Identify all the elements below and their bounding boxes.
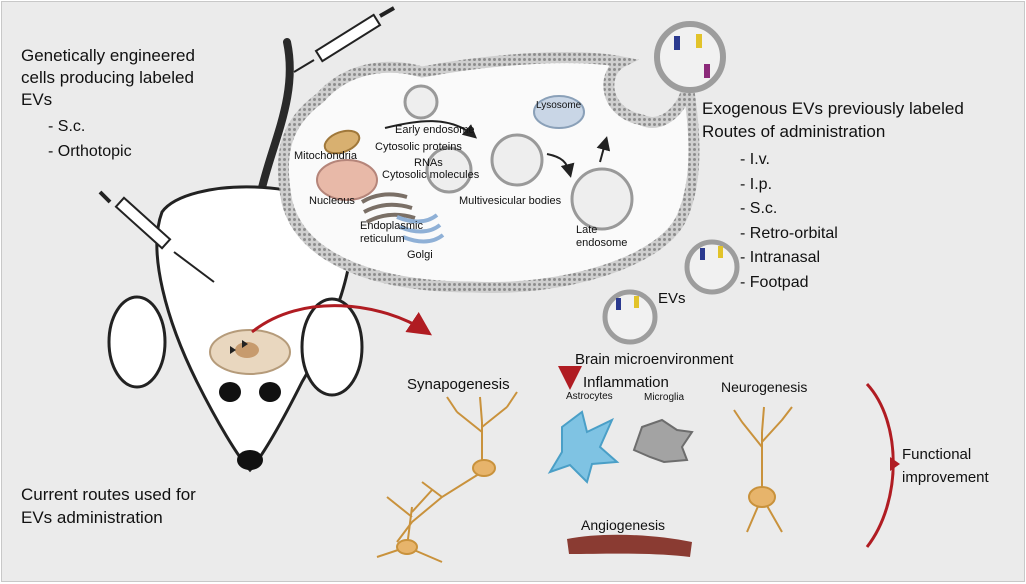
ev-icon-large <box>654 21 726 93</box>
lysosome-organelle <box>533 95 585 129</box>
inflammation-label: Inflammation <box>583 374 669 391</box>
syringe-icon-top <box>293 6 395 73</box>
mitochondria-label: Mitochondria <box>294 150 357 162</box>
functional-improvement-line1: Functional <box>902 446 972 463</box>
mouse-nose <box>237 450 263 470</box>
mouse-ear-right <box>300 297 364 397</box>
exogenous-title-line2: Routes of administration <box>702 122 886 141</box>
late-endosome-label-line2: endosome <box>576 237 628 249</box>
endoplasmic-reticulum-label-line1: Endoplasmic <box>360 220 423 232</box>
cytosolic-proteins-label: Cytosolic proteins <box>375 141 462 153</box>
golgi-label: Golgi <box>407 249 433 261</box>
golgi-organelle <box>396 213 445 244</box>
current-routes-line1: Current routes used for <box>21 485 196 504</box>
ev-icon-mid <box>684 239 740 295</box>
mouse-illustration <box>107 38 364 473</box>
engineered-title-line3: EVs <box>21 90 53 109</box>
pathway-arrow-2 <box>546 153 575 178</box>
blood-vessel <box>567 534 692 557</box>
synapogenesis-label: Synapogenesis <box>407 376 510 393</box>
rnas-label: RNAs <box>414 157 443 169</box>
current-routes-line2: EVs administration <box>21 508 163 527</box>
engineered-title-line2: cells producing labeled <box>21 68 194 87</box>
pathway-arrow-1 <box>384 120 478 139</box>
ev-icon-small <box>602 289 658 345</box>
microglia-cell <box>632 418 694 464</box>
angiogenesis-label: Angiogenesis <box>581 517 666 533</box>
early-endosome-organelle-2 <box>425 146 473 194</box>
mouse-eye-right <box>259 382 281 402</box>
engineered-route-item: S.c. <box>48 115 132 140</box>
mouse-ear-left <box>107 295 167 389</box>
improvement-bracket <box>865 382 895 548</box>
brain-microenvironment-title: Brain microenvironment <box>575 351 734 368</box>
late-endosome-organelle <box>570 167 634 231</box>
exogenous-routes-list: I.v. I.p. S.c. Retro-orbital Intranasal … <box>740 148 838 295</box>
early-endosome-organelle <box>403 84 439 120</box>
neuron-lower <box>376 489 443 563</box>
brain-slice <box>209 329 291 375</box>
neuron-synapogenesis <box>396 391 518 543</box>
neuron-neurogenesis <box>733 406 793 533</box>
nucleus-organelle <box>316 159 378 201</box>
evs-label: EVs <box>658 290 686 307</box>
exogenous-route-item: S.c. <box>740 197 838 222</box>
mouse-eye-left <box>219 382 241 402</box>
exogenous-route-item: I.v. <box>740 148 838 173</box>
neurogenesis-label: Neurogenesis <box>721 379 808 395</box>
exogenous-route-item: Retro-orbital <box>740 222 838 247</box>
mitochondria-organelle <box>323 129 361 155</box>
cytosolic-molecules-label: Cytosolic molecules <box>382 169 480 181</box>
exogenous-route-item: I.p. <box>740 173 838 198</box>
astrocytes-label: Astrocytes <box>566 391 613 402</box>
endoplasmic-reticulum-label-line2: reticulum <box>360 233 405 245</box>
functional-improvement-line2: improvement <box>902 469 989 486</box>
bracket-arrowhead <box>890 457 900 471</box>
cell-membrane <box>277 52 700 294</box>
exogenous-route-item: Footpad <box>740 271 838 296</box>
microglia-label: Microglia <box>644 392 685 403</box>
exogenous-title-line1: Exogenous EVs previously labeled <box>702 99 964 118</box>
lysosome-label: Lysosome <box>536 100 582 111</box>
nucleous-label: Nucleous <box>309 195 355 207</box>
syringe-icon-left <box>98 190 215 283</box>
red-arrow <box>251 304 432 336</box>
engineered-routes-list: S.c. Orthotopic <box>48 115 132 164</box>
multivesicular-body <box>490 133 544 187</box>
astrocyte-cell <box>547 410 620 484</box>
exogenous-route-item: Intranasal <box>740 246 838 271</box>
multivesicular-bodies-label: Multivesicular bodies <box>459 195 562 207</box>
engineered-route-item: Orthotopic <box>48 140 132 165</box>
early-endosome-label: Early endosome <box>395 124 475 136</box>
pathway-arrow-3 <box>596 136 611 163</box>
late-endosome-label-line1: Late <box>576 224 598 236</box>
endoplasmic-reticulum-organelle <box>360 192 416 224</box>
engineered-title-line1: Genetically engineered <box>21 46 195 65</box>
